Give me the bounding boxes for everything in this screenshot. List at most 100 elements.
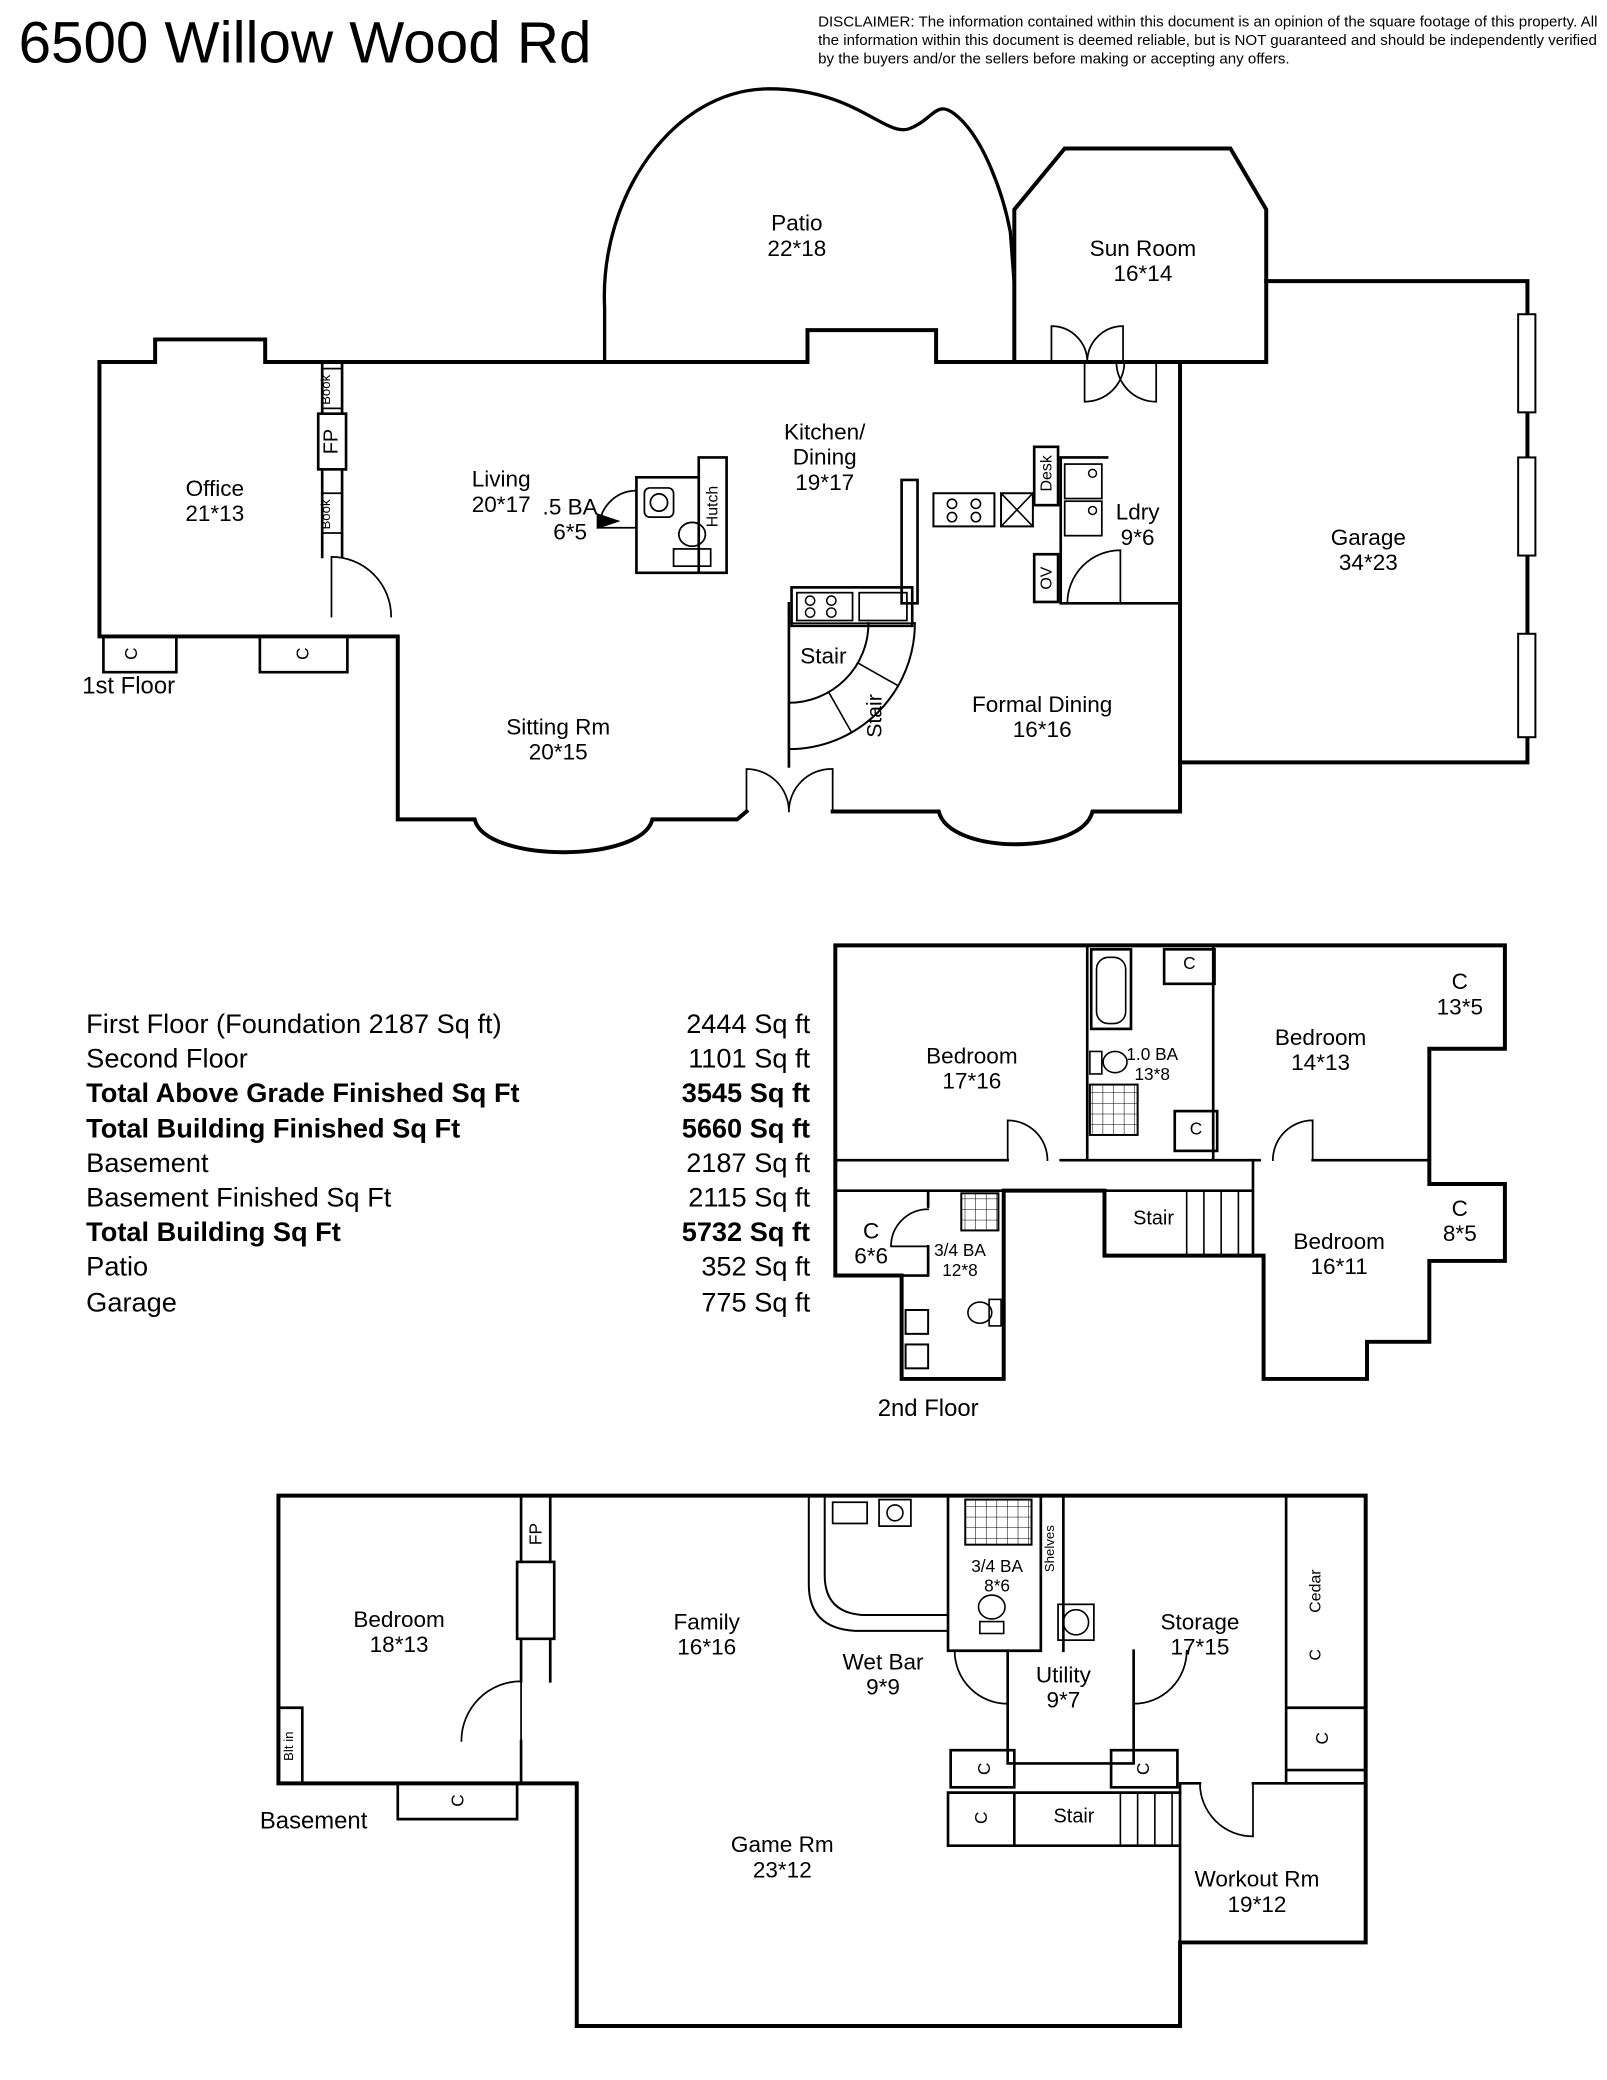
room-label-sun-room: Sun Room 16*14 bbox=[1089, 235, 1197, 287]
washer bbox=[1063, 463, 1103, 500]
disclaimer-text: DISCLAIMER: The information contained wi… bbox=[818, 14, 1598, 68]
closet-box bbox=[904, 1343, 930, 1370]
room-label-closet-6-6: C 6*6 bbox=[854, 1218, 889, 1269]
toilet bbox=[967, 1301, 993, 1325]
bar-sink bbox=[831, 1501, 869, 1525]
room-label-wet-bar: Wet Bar 9*9 bbox=[842, 1649, 924, 1700]
table-row: First Floor (Foundation 2187 Sq ft)2444 … bbox=[86, 1009, 811, 1040]
closet-label: C bbox=[1311, 1732, 1332, 1745]
built-in-label: Blt in bbox=[282, 1731, 298, 1761]
toilet bbox=[677, 521, 707, 548]
bookcase-label-top: Book bbox=[319, 374, 335, 405]
room-label-kitchen-dining: Kitchen/ Dining 19*17 bbox=[783, 419, 866, 496]
fireplace-label: FP bbox=[320, 428, 343, 455]
toilet-tank bbox=[979, 1620, 1005, 1635]
bar-fixture bbox=[878, 1498, 912, 1527]
room-label-bedroom-b: Bedroom 14*13 bbox=[1274, 1024, 1367, 1076]
bookcase bbox=[321, 367, 343, 410]
bookcase-label-bottom: Book bbox=[319, 499, 335, 530]
cooktop bbox=[932, 492, 996, 528]
closet-label: C bbox=[1132, 1762, 1153, 1775]
stair-label: Stair bbox=[1133, 1207, 1174, 1230]
toilet-tank bbox=[672, 548, 712, 568]
area-summary-table: First Floor (Foundation 2187 Sq ft)2444 … bbox=[86, 1008, 810, 1321]
closet-label: C bbox=[971, 1811, 992, 1825]
room-label-half-bath: .5 BA 6*5 bbox=[542, 494, 598, 545]
floor-tag-basement: Basement bbox=[259, 1807, 368, 1834]
bathtub bbox=[1089, 948, 1133, 1031]
garage-windows bbox=[1517, 313, 1537, 739]
oven-label: OV bbox=[1036, 566, 1056, 590]
water-heater bbox=[1057, 1603, 1095, 1642]
closet-label: C bbox=[447, 1794, 468, 1807]
room-label-closet-13-5: C 13*5 bbox=[1436, 969, 1484, 1020]
room-label-game-room: Game Rm 23*12 bbox=[730, 1832, 834, 1883]
room-label-patio: Patio 22*18 bbox=[767, 210, 827, 262]
room-label-laundry: Ldry 9*6 bbox=[1115, 499, 1160, 551]
bookcase bbox=[321, 492, 343, 534]
closet-label: C bbox=[121, 647, 142, 660]
toilet bbox=[1102, 1050, 1128, 1074]
kitchen-sink bbox=[1000, 492, 1034, 528]
room-label-utility: Utility 9*7 bbox=[1035, 1662, 1091, 1714]
closet-label: C bbox=[973, 1762, 994, 1775]
first-floor-plan bbox=[97, 87, 1537, 855]
floor-tag-first: 1st Floor bbox=[82, 672, 176, 699]
tile-floor bbox=[964, 1498, 1033, 1546]
room-label-full-bath: 1.0 BA 13*8 bbox=[1126, 1044, 1179, 1084]
stair-label: Stair bbox=[800, 643, 847, 669]
tile-floor bbox=[960, 1192, 1000, 1232]
room-label-formal-dining: Formal Dining 16*16 bbox=[972, 692, 1113, 743]
closet-box bbox=[904, 1308, 930, 1335]
stair-label: Stair bbox=[1053, 1805, 1095, 1828]
closet-box bbox=[1162, 948, 1216, 986]
toilet-tank bbox=[1089, 1050, 1103, 1075]
closet-box bbox=[1173, 1109, 1219, 1153]
desk-label: Desk bbox=[1036, 455, 1056, 492]
desk bbox=[1032, 445, 1060, 507]
floor-tag-second: 2nd Floor bbox=[877, 1394, 979, 1422]
closet-box bbox=[1109, 1748, 1179, 1789]
sink bbox=[643, 487, 675, 518]
oven bbox=[1032, 552, 1060, 604]
bath-arrow-icon bbox=[596, 513, 621, 530]
basement-plan bbox=[276, 1493, 1368, 2028]
closet-label: C bbox=[1189, 1118, 1203, 1139]
room-label-basement-bedroom: Bedroom 18*13 bbox=[353, 1606, 445, 1658]
room-label-living: Living 20*17 bbox=[471, 466, 531, 518]
room-label-closet-8-5: C 8*5 bbox=[1442, 1195, 1477, 1247]
toilet bbox=[977, 1594, 1006, 1620]
fireplace-label: FP bbox=[525, 1523, 546, 1546]
tile-floor bbox=[1088, 1083, 1139, 1136]
cedar-closet-label: Cedar bbox=[1306, 1569, 1325, 1613]
second-floor-plan bbox=[833, 943, 1507, 1381]
page-title: 6500 Willow Wood Rd bbox=[18, 10, 592, 76]
fireplace bbox=[316, 412, 348, 471]
cedar-closet-c-label: C bbox=[1306, 1648, 1325, 1661]
room-label-garage: Garage 34*23 bbox=[1330, 525, 1406, 576]
room-label-basement-bath: 3/4 BA 8*6 bbox=[971, 1555, 1023, 1596]
room-label-three-quarter-bath: 3/4 BA 12*8 bbox=[934, 1240, 986, 1280]
closet-box bbox=[949, 1748, 1016, 1789]
closet-label: C bbox=[292, 647, 313, 660]
room-label-family: Family 16*16 bbox=[673, 1609, 740, 1661]
fireplace bbox=[515, 1560, 556, 1641]
toilet-tank bbox=[988, 1298, 1002, 1327]
room-label-bedroom-a: Bedroom 17*16 bbox=[926, 1043, 1018, 1094]
room-label-bedroom-c: Bedroom 16*11 bbox=[1293, 1229, 1385, 1280]
room-label-storage: Storage 17*15 bbox=[1160, 1609, 1240, 1661]
island bbox=[790, 586, 914, 628]
closet-label: C bbox=[1183, 952, 1196, 973]
shelves-label: Shelves bbox=[1043, 1525, 1059, 1573]
hutch-label: Hutch bbox=[702, 485, 722, 528]
